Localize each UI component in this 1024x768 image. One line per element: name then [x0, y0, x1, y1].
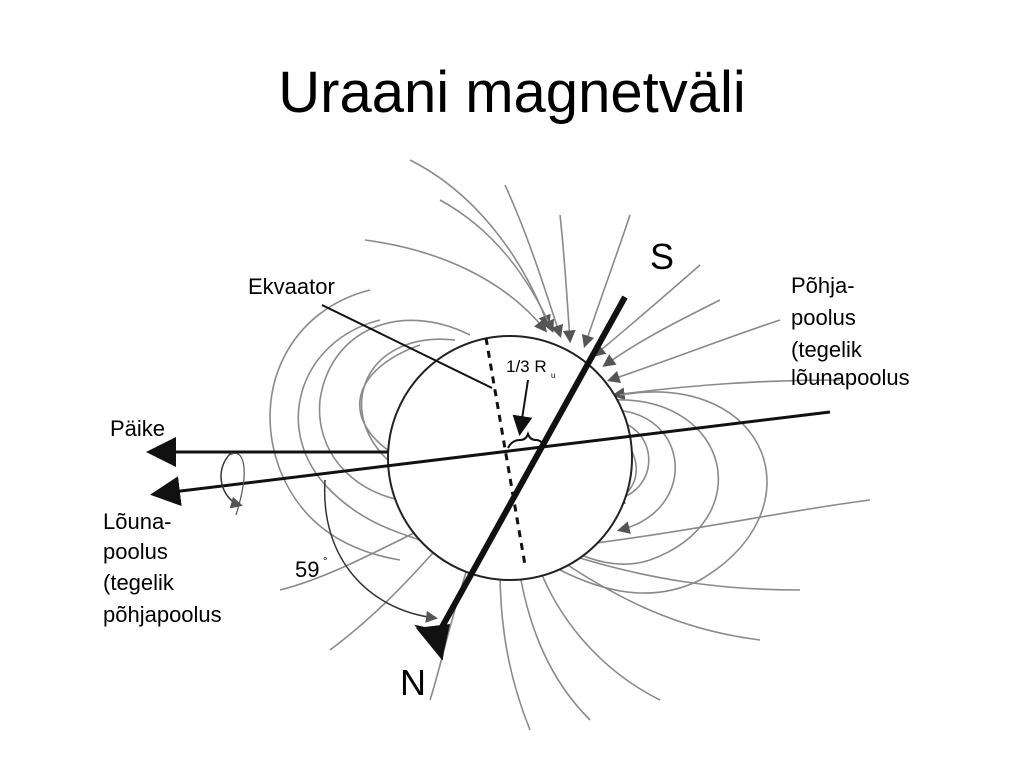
- offset-arrow: [512, 379, 533, 436]
- rotation-indicator-arc-2: [227, 452, 245, 516]
- angle-label: 59: [295, 557, 319, 582]
- field-line: [269, 289, 401, 561]
- magnetic-field-lines: [269, 159, 871, 731]
- field-line: [329, 544, 441, 651]
- field-line: [559, 214, 576, 344]
- sun-label: Päike: [110, 416, 165, 441]
- field-line: [592, 264, 701, 358]
- slide-title: Uraani magnetväli: [278, 60, 746, 125]
- magnetic-axis-line: [429, 295, 628, 647]
- angle-arc: [323, 479, 438, 623]
- angle-degree-symbol: °: [323, 556, 327, 568]
- n-pole-label: N: [400, 662, 426, 703]
- north-pole-label-line-2: poolus: [791, 305, 856, 330]
- s-pole-label: S: [650, 236, 674, 277]
- field-line: [364, 239, 548, 333]
- south-pole-label-line-3: (tegelik: [103, 570, 175, 595]
- field-line: [429, 559, 471, 701]
- field-line: [439, 199, 554, 333]
- north-pole-label-line-1: Põhja-: [791, 273, 855, 298]
- field-line: [297, 319, 421, 541]
- field-line: [579, 499, 871, 546]
- field-line: [581, 214, 631, 349]
- field-line: [609, 409, 677, 534]
- field-line: [602, 299, 721, 367]
- field-line: [519, 574, 591, 721]
- field-line: [539, 569, 661, 701]
- rotation-indicator-arc: [220, 451, 243, 509]
- offset-subscript: u: [551, 371, 555, 380]
- field-line: [606, 319, 781, 384]
- north-pole-label-line-3: (tegelik: [791, 337, 863, 362]
- field-line: [499, 569, 531, 731]
- south-pole-label-line-2: poolus: [103, 539, 168, 564]
- south-pole-label-line-4: põhjapoolus: [103, 602, 222, 627]
- south-pole-label-line-1: Lõuna-: [103, 509, 172, 534]
- field-line: [559, 559, 761, 641]
- north-pole-label-line-4: lõunapoolus: [791, 365, 910, 390]
- field-line: [559, 391, 768, 594]
- rotation-axis-line: [150, 410, 831, 506]
- field-line: [504, 184, 564, 339]
- field-line: [409, 159, 551, 328]
- field-line: [279, 529, 421, 591]
- field-line: [611, 379, 841, 401]
- equator-pointer-line: [321, 304, 493, 389]
- equator-label: Ekvaator: [248, 274, 335, 299]
- field-line: [318, 319, 471, 501]
- offset-label: 1/3 R: [506, 357, 547, 376]
- magnetic-axis-arrowhead-tip: [416, 624, 450, 660]
- field-line: [358, 344, 421, 456]
- field-line: [569, 554, 801, 591]
